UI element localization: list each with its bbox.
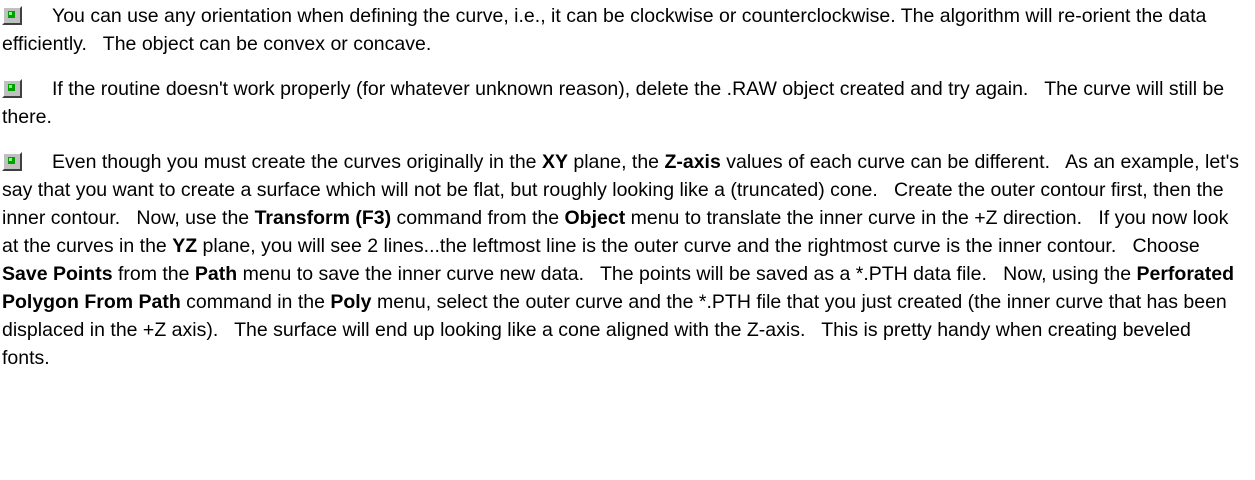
paragraph-routine: If the routine doesn't work properly (fo… [2, 75, 1241, 131]
paragraph-z-axis: Even though you must create the curves o… [2, 148, 1241, 372]
paragraph-orientation: You can use any orientation when definin… [2, 2, 1241, 58]
paragraph-text: Even though you must create the curves o… [2, 151, 1240, 369]
term-xy: XY [541, 151, 568, 173]
term-poly-menu: Poly [330, 291, 372, 313]
term-save-points: Save Points [2, 263, 113, 285]
term-z-axis: Z-axis [664, 151, 721, 173]
help-document: You can use any orientation when definin… [2, 2, 1241, 372]
bullet-icon [2, 6, 22, 25]
term-yz: YZ [172, 235, 198, 257]
bullet-icon [2, 79, 22, 98]
paragraph-text: If the routine doesn't work properly (fo… [2, 78, 1225, 128]
paragraph-text: You can use any orientation when definin… [2, 5, 1207, 55]
bullet-icon [2, 152, 22, 171]
term-object-menu: Object [564, 207, 626, 229]
term-path-menu: Path [194, 263, 238, 285]
term-perforated-polygon: Perforated Polygon From Path [2, 263, 1235, 313]
term-transform: Transform (F3) [254, 207, 392, 229]
